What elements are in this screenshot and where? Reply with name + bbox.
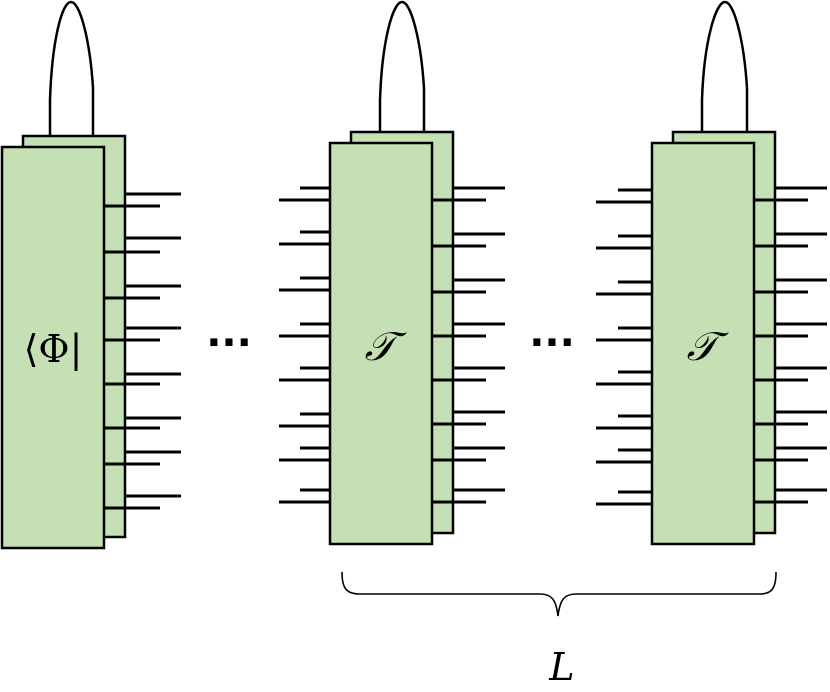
physical-loop (700, 0, 749, 142)
right-legs (754, 186, 827, 504)
ellipsis-right: ··· (529, 320, 575, 366)
left-legs (279, 186, 330, 504)
left-legs (596, 188, 652, 506)
repeat-brace (341, 571, 777, 617)
bra-phi-label: ⟨Φ| (24, 327, 83, 371)
front-layer (650, 141, 756, 546)
ellipsis-left: ··· (206, 320, 252, 366)
front-layer (0, 145, 106, 550)
back-right-legs (125, 192, 181, 498)
transfer-tensor-2: 𝒯 (596, 0, 827, 546)
right-legs (432, 186, 505, 504)
transfer-tensor-1: 𝒯 (279, 0, 505, 546)
repeat-count-label: L (548, 645, 574, 689)
physical-loop (48, 0, 95, 145)
bra-phi-tensor: ⟨Φ| (0, 0, 181, 550)
front-layer (328, 141, 434, 546)
physical-loop (378, 0, 426, 142)
front-right-legs (104, 204, 160, 510)
